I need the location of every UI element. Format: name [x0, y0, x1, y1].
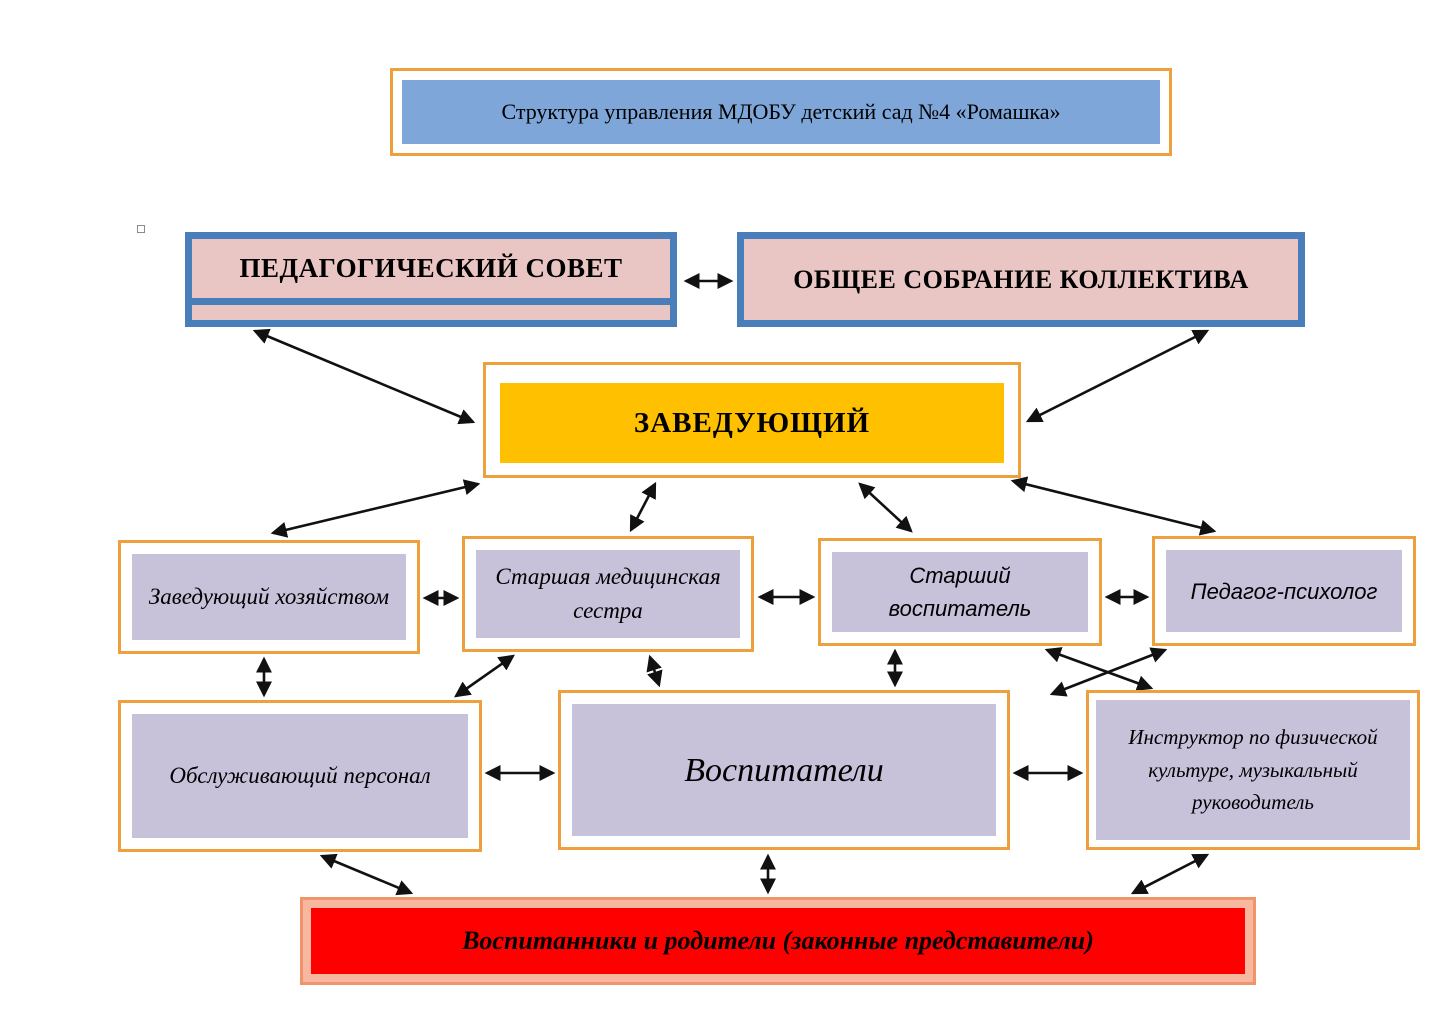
bullet-square	[137, 225, 145, 233]
pedagogical-council-divider	[192, 298, 670, 305]
node-household-manager-label: Заведующий хозяйством	[132, 554, 406, 640]
node-service-staff-label: Обслуживающий персонал	[132, 714, 468, 838]
node-senior-educator: Старший воспитатель	[818, 538, 1102, 646]
node-senior-educator-label: Старший воспитатель	[832, 552, 1088, 632]
node-head: ЗАВЕДУЮЩИЙ	[483, 362, 1021, 478]
node-head-label: ЗАВЕДУЮЩИЙ	[500, 383, 1004, 463]
node-psychologist: Педагог-психолог	[1152, 536, 1416, 646]
pedagogical-council-strip	[192, 305, 670, 320]
node-children-parents-label: Воспитанники и родители (законные предст…	[311, 908, 1245, 974]
node-educators: Воспитатели	[558, 690, 1010, 850]
node-service-staff: Обслуживающий персонал	[118, 700, 482, 852]
node-pedagogical-council-label: ПЕДАГОГИЧЕСКИЙ СОВЕТ	[239, 253, 623, 283]
node-pedagogical-council: ПЕДАГОГИЧЕСКИЙ СОВЕТ	[185, 232, 677, 327]
node-children-parents: Воспитанники и родители (законные предст…	[300, 897, 1256, 985]
node-educators-label: Воспитатели	[572, 704, 996, 836]
node-instructor: Инструктор по физической культуре, музык…	[1086, 690, 1420, 850]
node-general-assembly-label: ОБЩЕЕ СОБРАНИЕ КОЛЛЕКТИВА	[793, 264, 1249, 294]
node-general-assembly: ОБЩЕЕ СОБРАНИЕ КОЛЛЕКТИВА	[737, 232, 1305, 327]
node-instructor-label: Инструктор по физической культуре, музык…	[1096, 700, 1410, 840]
node-senior-nurse-label: Старшая медицинская сестра	[476, 550, 740, 638]
node-psychologist-label: Педагог-психолог	[1166, 550, 1402, 632]
diagram-title-box: Структура управления МДОБУ детский сад №…	[390, 68, 1172, 156]
diagram-title: Структура управления МДОБУ детский сад №…	[402, 80, 1160, 144]
node-household-manager: Заведующий хозяйством	[118, 540, 420, 654]
node-senior-nurse: Старшая медицинская сестра	[462, 536, 754, 652]
